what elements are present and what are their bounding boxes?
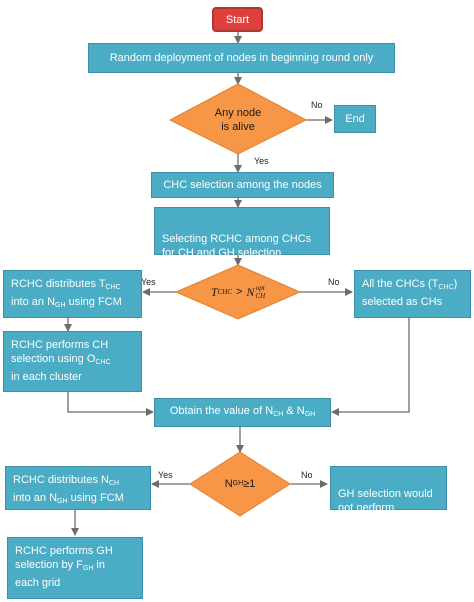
yes-label-alive: Yes: [254, 156, 269, 166]
decision-ngh-shape: [189, 451, 291, 517]
obtain-value-text: Obtain the value of NCH & NGH: [169, 404, 316, 418]
rchc-selection-box: Selecting RCHC among CHCs for CH and GH …: [154, 207, 330, 259]
no-label-ngh: No: [301, 470, 313, 480]
yes-label-ngh: Yes: [158, 470, 173, 480]
no-label-tchc: No: [328, 277, 340, 287]
arrow-perform-to-obtain: [67, 392, 154, 416]
start-label: Start: [225, 13, 250, 26]
chc-selection-text: CHC selection among the nodes: [163, 179, 322, 191]
distribute-tchc-box: RCHC distributes TCHC into an NGH using …: [3, 270, 142, 318]
distribute-nch-box: RCHC distributes NCH into an NGH using F…: [5, 466, 151, 510]
start-node: Start: [212, 7, 263, 32]
obtain-value-box: Obtain the value of NCH & NGH: [154, 398, 331, 427]
gh-not-perform-box: GH selection would not perform: [330, 466, 447, 514]
perform-ch-box: RCHC performs CH selection using OCHC in…: [3, 331, 142, 392]
chc-selection-box: CHC selection among the nodes: [151, 172, 334, 198]
perform-gh-box: RCHC performs GH selection by FGH in eac…: [7, 537, 143, 599]
rchc-selection-text: Selecting RCHC among CHCs for CH and GH …: [162, 233, 312, 259]
arrow-all-to-obtain: [331, 318, 410, 416]
decision-tchc-shape: [174, 264, 302, 320]
yes-label-tchc: Yes: [141, 277, 156, 287]
random-deployment-text: Random deployment of nodes in beginning …: [109, 52, 374, 64]
gh-not-perform-text: GH selection would not perform: [338, 488, 433, 514]
decision-alive-label: Any node is alive: [214, 107, 262, 133]
end-label: End: [345, 113, 365, 125]
random-deployment-box: Random deployment of nodes in beginning …: [88, 43, 395, 73]
no-label-alive: No: [311, 100, 323, 110]
all-chcs-box: All the CHCs (TCHC) selected as CHs: [354, 270, 471, 318]
end-node: End: [334, 105, 376, 133]
decision-alive-shape: [168, 83, 308, 155]
